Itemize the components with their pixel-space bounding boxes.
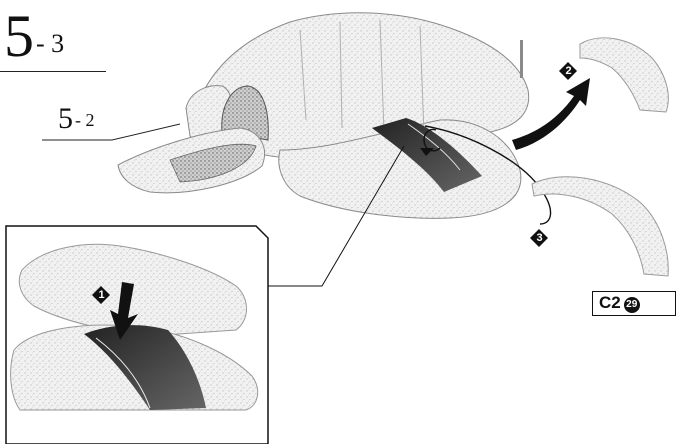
- step-marker-3-label: 3: [530, 229, 549, 248]
- ref-step-number: 5: [58, 102, 73, 135]
- step-main-number: 5: [4, 3, 34, 69]
- step-marker-1-label: 1: [92, 286, 111, 305]
- step-marker-1: 1: [92, 286, 111, 305]
- part-number-badge: 29: [624, 297, 640, 313]
- ref-step-sub: - 2: [75, 110, 95, 130]
- step-number: 5- 3: [4, 6, 64, 74]
- part-code: C2: [599, 293, 621, 312]
- detail-inset: [6, 226, 268, 444]
- step-marker-3: 3: [530, 229, 549, 248]
- step-main-sub: - 3: [36, 29, 64, 58]
- step-divider: [0, 71, 106, 72]
- step-marker-2-label: 2: [559, 62, 578, 81]
- step-marker-2: 2: [559, 62, 578, 81]
- new-part: [532, 177, 668, 276]
- reference-step: 5- 2: [58, 104, 95, 135]
- removed-part: [580, 38, 668, 112]
